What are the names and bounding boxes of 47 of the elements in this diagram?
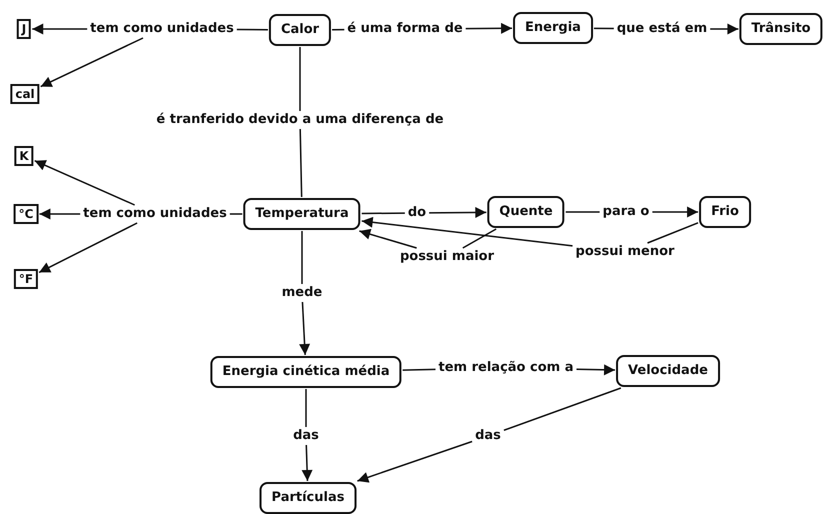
unit-box: °C (14, 204, 38, 224)
connector-line (402, 368, 436, 371)
connector-line (236, 28, 268, 31)
arrow (40, 37, 144, 88)
unit-box: K (14, 146, 34, 166)
unit-box: J (16, 19, 32, 39)
arrow (38, 222, 138, 274)
linking-phrase: é tranferido devido a uma diferença de (154, 112, 446, 128)
connector-line (299, 128, 302, 198)
concept-box: Quente (487, 196, 565, 228)
concept-box: Calor (268, 14, 332, 46)
connector-line (301, 231, 303, 284)
connector-line (594, 28, 614, 30)
arrow (466, 22, 512, 34)
arrow (652, 206, 698, 218)
connector-line (299, 47, 301, 111)
arrow (362, 216, 573, 247)
unit-box: cal (10, 84, 40, 104)
linking-phrase: tem relação com a (436, 360, 576, 376)
linking-phrase: possui menor (574, 244, 676, 260)
concept-box: Frio (699, 196, 751, 228)
arrow (32, 24, 88, 34)
connector-line (332, 28, 344, 30)
connector-line (362, 212, 405, 214)
concept-box: Trânsito (739, 13, 823, 45)
connector-line (566, 211, 600, 213)
connector-line (305, 389, 307, 427)
connector-line (230, 213, 242, 215)
concept-box: Partículas (260, 482, 356, 514)
arrow (576, 364, 616, 376)
arrow (710, 24, 738, 34)
connector-line (462, 228, 497, 249)
arrow (34, 160, 135, 206)
arrow (357, 440, 472, 483)
concept-box: Energia (513, 12, 593, 44)
arrow (302, 444, 313, 482)
concept-box: Temperatura (243, 198, 361, 230)
arrow (359, 228, 417, 249)
connector-line (647, 222, 698, 244)
arrow (299, 302, 310, 356)
concept-box: Energia cinética média (210, 356, 402, 388)
linking-phrase: que está em (614, 21, 710, 37)
arrow (429, 206, 486, 218)
unit-box: °F (14, 269, 38, 289)
arrow (39, 208, 80, 220)
connector-line (504, 387, 622, 431)
concept-box: Velocidade (616, 355, 720, 387)
